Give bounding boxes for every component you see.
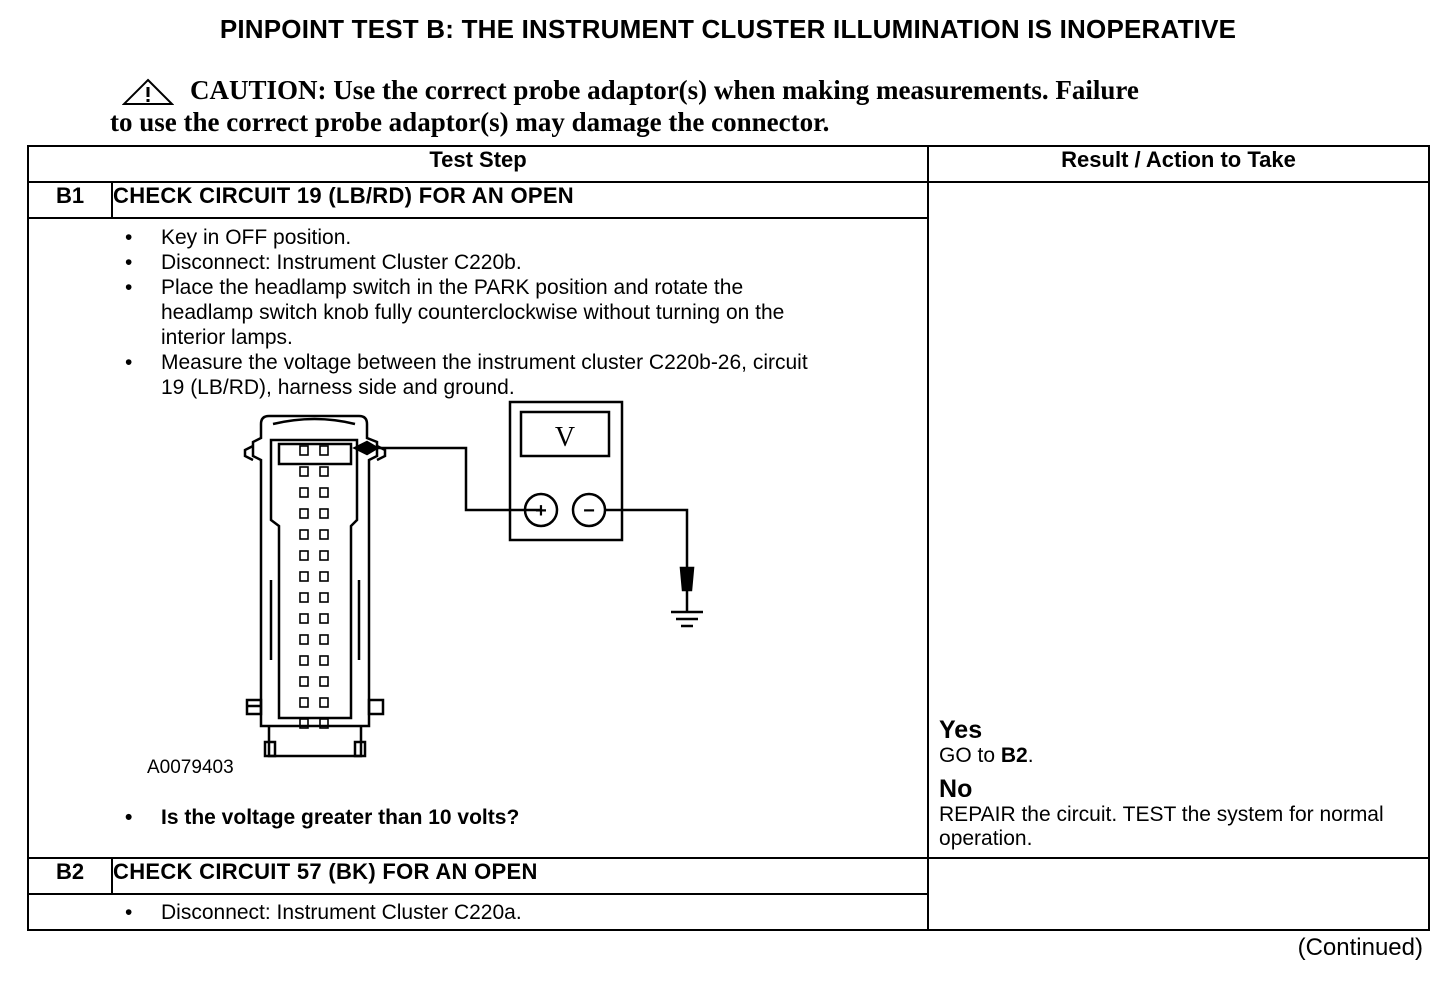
- step-b1-bullets: Key in OFF position. Disconnect: Instrum…: [29, 225, 809, 400]
- connector-pin: [319, 550, 329, 561]
- step-b1-body: Key in OFF position. Disconnect: Instrum…: [26, 217, 930, 859]
- result-yes-label: Yes: [939, 716, 983, 744]
- connector-pins: [299, 445, 329, 729]
- plus-symbol: +: [535, 500, 547, 522]
- list-item: Measure the voltage between the instrume…: [29, 350, 809, 400]
- connector-pin: [299, 718, 309, 729]
- warning-triangle-icon: [122, 78, 174, 105]
- step-question: Is the voltage greater than 10 volts?: [29, 805, 927, 830]
- connector-pin: [299, 550, 309, 561]
- list-item: Disconnect: Instrument Cluster C220b.: [29, 250, 809, 275]
- connector-diagram: V + −: [243, 400, 703, 758]
- header-result-action: Result / Action to Take: [927, 145, 1431, 183]
- connector-pin: [319, 508, 329, 519]
- connector-pin: [299, 445, 309, 456]
- connector-pin: [319, 634, 329, 645]
- connector-pin: [319, 718, 329, 729]
- connector-pin: [299, 697, 309, 708]
- connector-pin: [319, 529, 329, 540]
- page-title: PINPOINT TEST B: THE INSTRUMENT CLUSTER …: [219, 14, 1237, 44]
- step-b2-bullets: Disconnect: Instrument Cluster C220a.: [29, 900, 927, 925]
- connector-pin: [319, 655, 329, 666]
- caution-line-2: to use the correct probe adaptor(s) may …: [110, 107, 830, 137]
- voltmeter-connector-figure: V + − A0079403: [29, 400, 927, 805]
- connector-pin: [299, 655, 309, 666]
- table-header-row: Test Step Result / Action to Take: [26, 145, 1431, 183]
- connector-pin: [299, 592, 309, 603]
- connector-pin: [299, 508, 309, 519]
- connector-pin: [319, 487, 329, 498]
- voltmeter-symbol: V: [555, 422, 575, 453]
- connector-pin: [319, 676, 329, 687]
- positive-lead-wire: [367, 446, 541, 512]
- connector-pin: [299, 571, 309, 582]
- connector-pin: [319, 445, 329, 456]
- connector-pin: [299, 529, 309, 540]
- continued-label: (Continued): [1297, 934, 1423, 961]
- pinpoint-test-table: Test Step Result / Action to Take B1 CHE…: [26, 145, 1431, 931]
- connector-pin: [319, 571, 329, 582]
- connector-pin: [299, 466, 309, 477]
- caution-note: CAUTION: Use the correct probe adaptor(s…: [110, 74, 1330, 138]
- connector-pin: [299, 613, 309, 624]
- step-b2-body: Disconnect: Instrument Cluster C220a.: [26, 893, 930, 931]
- connector-pin: [319, 592, 329, 603]
- step-b1-title-row: B1 CHECK CIRCUIT 19 (LB/RD) FOR AN OPEN …: [27, 181, 1431, 859]
- list-item: Disconnect: Instrument Cluster C220a.: [29, 900, 927, 925]
- ground-lead-wire: [605, 508, 689, 568]
- connector-pin: [299, 487, 309, 498]
- step-id: B1: [27, 181, 113, 219]
- result-no-action: REPAIR the circuit. TEST the system for …: [939, 803, 1384, 850]
- step-b1-body-row: Key in OFF position. Disconnect: Instrum…: [26, 217, 1429, 859]
- list-item: Place the headlamp switch in the PARK po…: [29, 275, 809, 350]
- step-b2-body-row: Disconnect: Instrument Cluster C220a.: [26, 893, 1429, 931]
- plus-terminal: [523, 492, 559, 528]
- step-id: B2: [27, 857, 113, 895]
- step-b1-question: Is the voltage greater than 10 volts?: [29, 805, 927, 830]
- step-b1-results: Yes GO to B2. No REPAIR the circuit. TES…: [939, 717, 1409, 851]
- connector-pin: [319, 466, 329, 477]
- figure-label: A0079403: [147, 757, 234, 778]
- caution-line-1: CAUTION: Use the correct probe adaptor(s…: [190, 75, 1139, 105]
- header-test-step: Test Step: [26, 145, 930, 183]
- step-b2-title-row: B2 CHECK CIRCUIT 57 (BK) FOR AN OPEN: [27, 857, 1431, 931]
- result-yes-action: GO to B2.: [939, 744, 1034, 767]
- step-b1-result-cell: Yes GO to B2. No REPAIR the circuit. TES…: [927, 181, 1431, 859]
- result-no-label: No: [939, 775, 973, 803]
- connector-pin: [299, 634, 309, 645]
- step-b2-result-cell: [927, 857, 1431, 931]
- minus-symbol: −: [583, 500, 595, 522]
- step-title: CHECK CIRCUIT 19 (LB/RD) FOR AN OPEN: [110, 181, 930, 219]
- list-item: Key in OFF position.: [29, 225, 809, 250]
- connector-pin: [319, 613, 329, 624]
- connector-pin: [299, 676, 309, 687]
- step-title: CHECK CIRCUIT 57 (BK) FOR AN OPEN: [110, 857, 930, 895]
- connector-c220b-outline: [251, 414, 379, 728]
- voltmeter-body: [508, 400, 624, 542]
- connector-pin: [319, 697, 329, 708]
- goto-step-link: B2: [1000, 744, 1028, 767]
